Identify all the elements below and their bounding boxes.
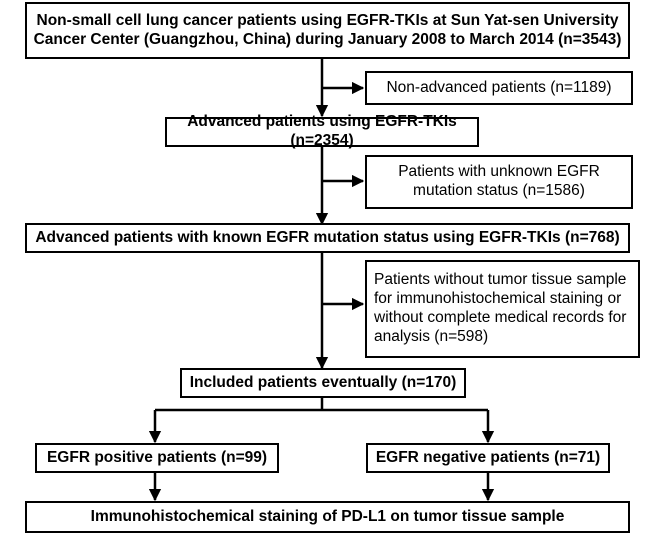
non-advanced-text: Non-advanced patients (n=1189) — [386, 78, 612, 96]
unknown-mutation-box: Patients with unknown EGFR mutation stat… — [365, 155, 633, 209]
advanced-box: Advanced patients using EGFR-TKIs (n=235… — [165, 113, 479, 149]
egfr-negative-box: EGFR negative patients (n=71) — [366, 443, 610, 473]
known-mutation-text: Advanced patients with known EGFR mutati… — [35, 228, 620, 246]
egfr-positive-text: EGFR positive patients (n=99) — [46, 448, 268, 466]
non-advanced-box: Non-advanced patients (n=1189) — [365, 71, 633, 105]
start-text: Non-small cell lung cancer patients usin… — [33, 11, 622, 48]
included-text: Included patients eventually (n=170) — [189, 373, 457, 391]
staining-text: Immunohistochemical staining of PD-L1 on… — [90, 507, 565, 525]
included-box: Included patients eventually (n=170) — [180, 368, 466, 398]
no-tissue-text: Patients without tumor tissue sample for… — [374, 271, 627, 345]
no-tissue-box: Patients without tumor tissue sample for… — [365, 260, 640, 358]
staining-box: Immunohistochemical staining of PD-L1 on… — [25, 501, 630, 533]
advanced-text: Advanced patients using EGFR-TKIs (n=235… — [187, 113, 457, 149]
egfr-positive-box: EGFR positive patients (n=99) — [35, 443, 279, 473]
unknown-mutation-text: Patients with unknown EGFR mutation stat… — [398, 163, 600, 199]
known-mutation-box: Advanced patients with known EGFR mutati… — [25, 223, 630, 253]
start-box: Non-small cell lung cancer patients usin… — [25, 2, 630, 59]
egfr-negative-text: EGFR negative patients (n=71) — [375, 448, 601, 466]
